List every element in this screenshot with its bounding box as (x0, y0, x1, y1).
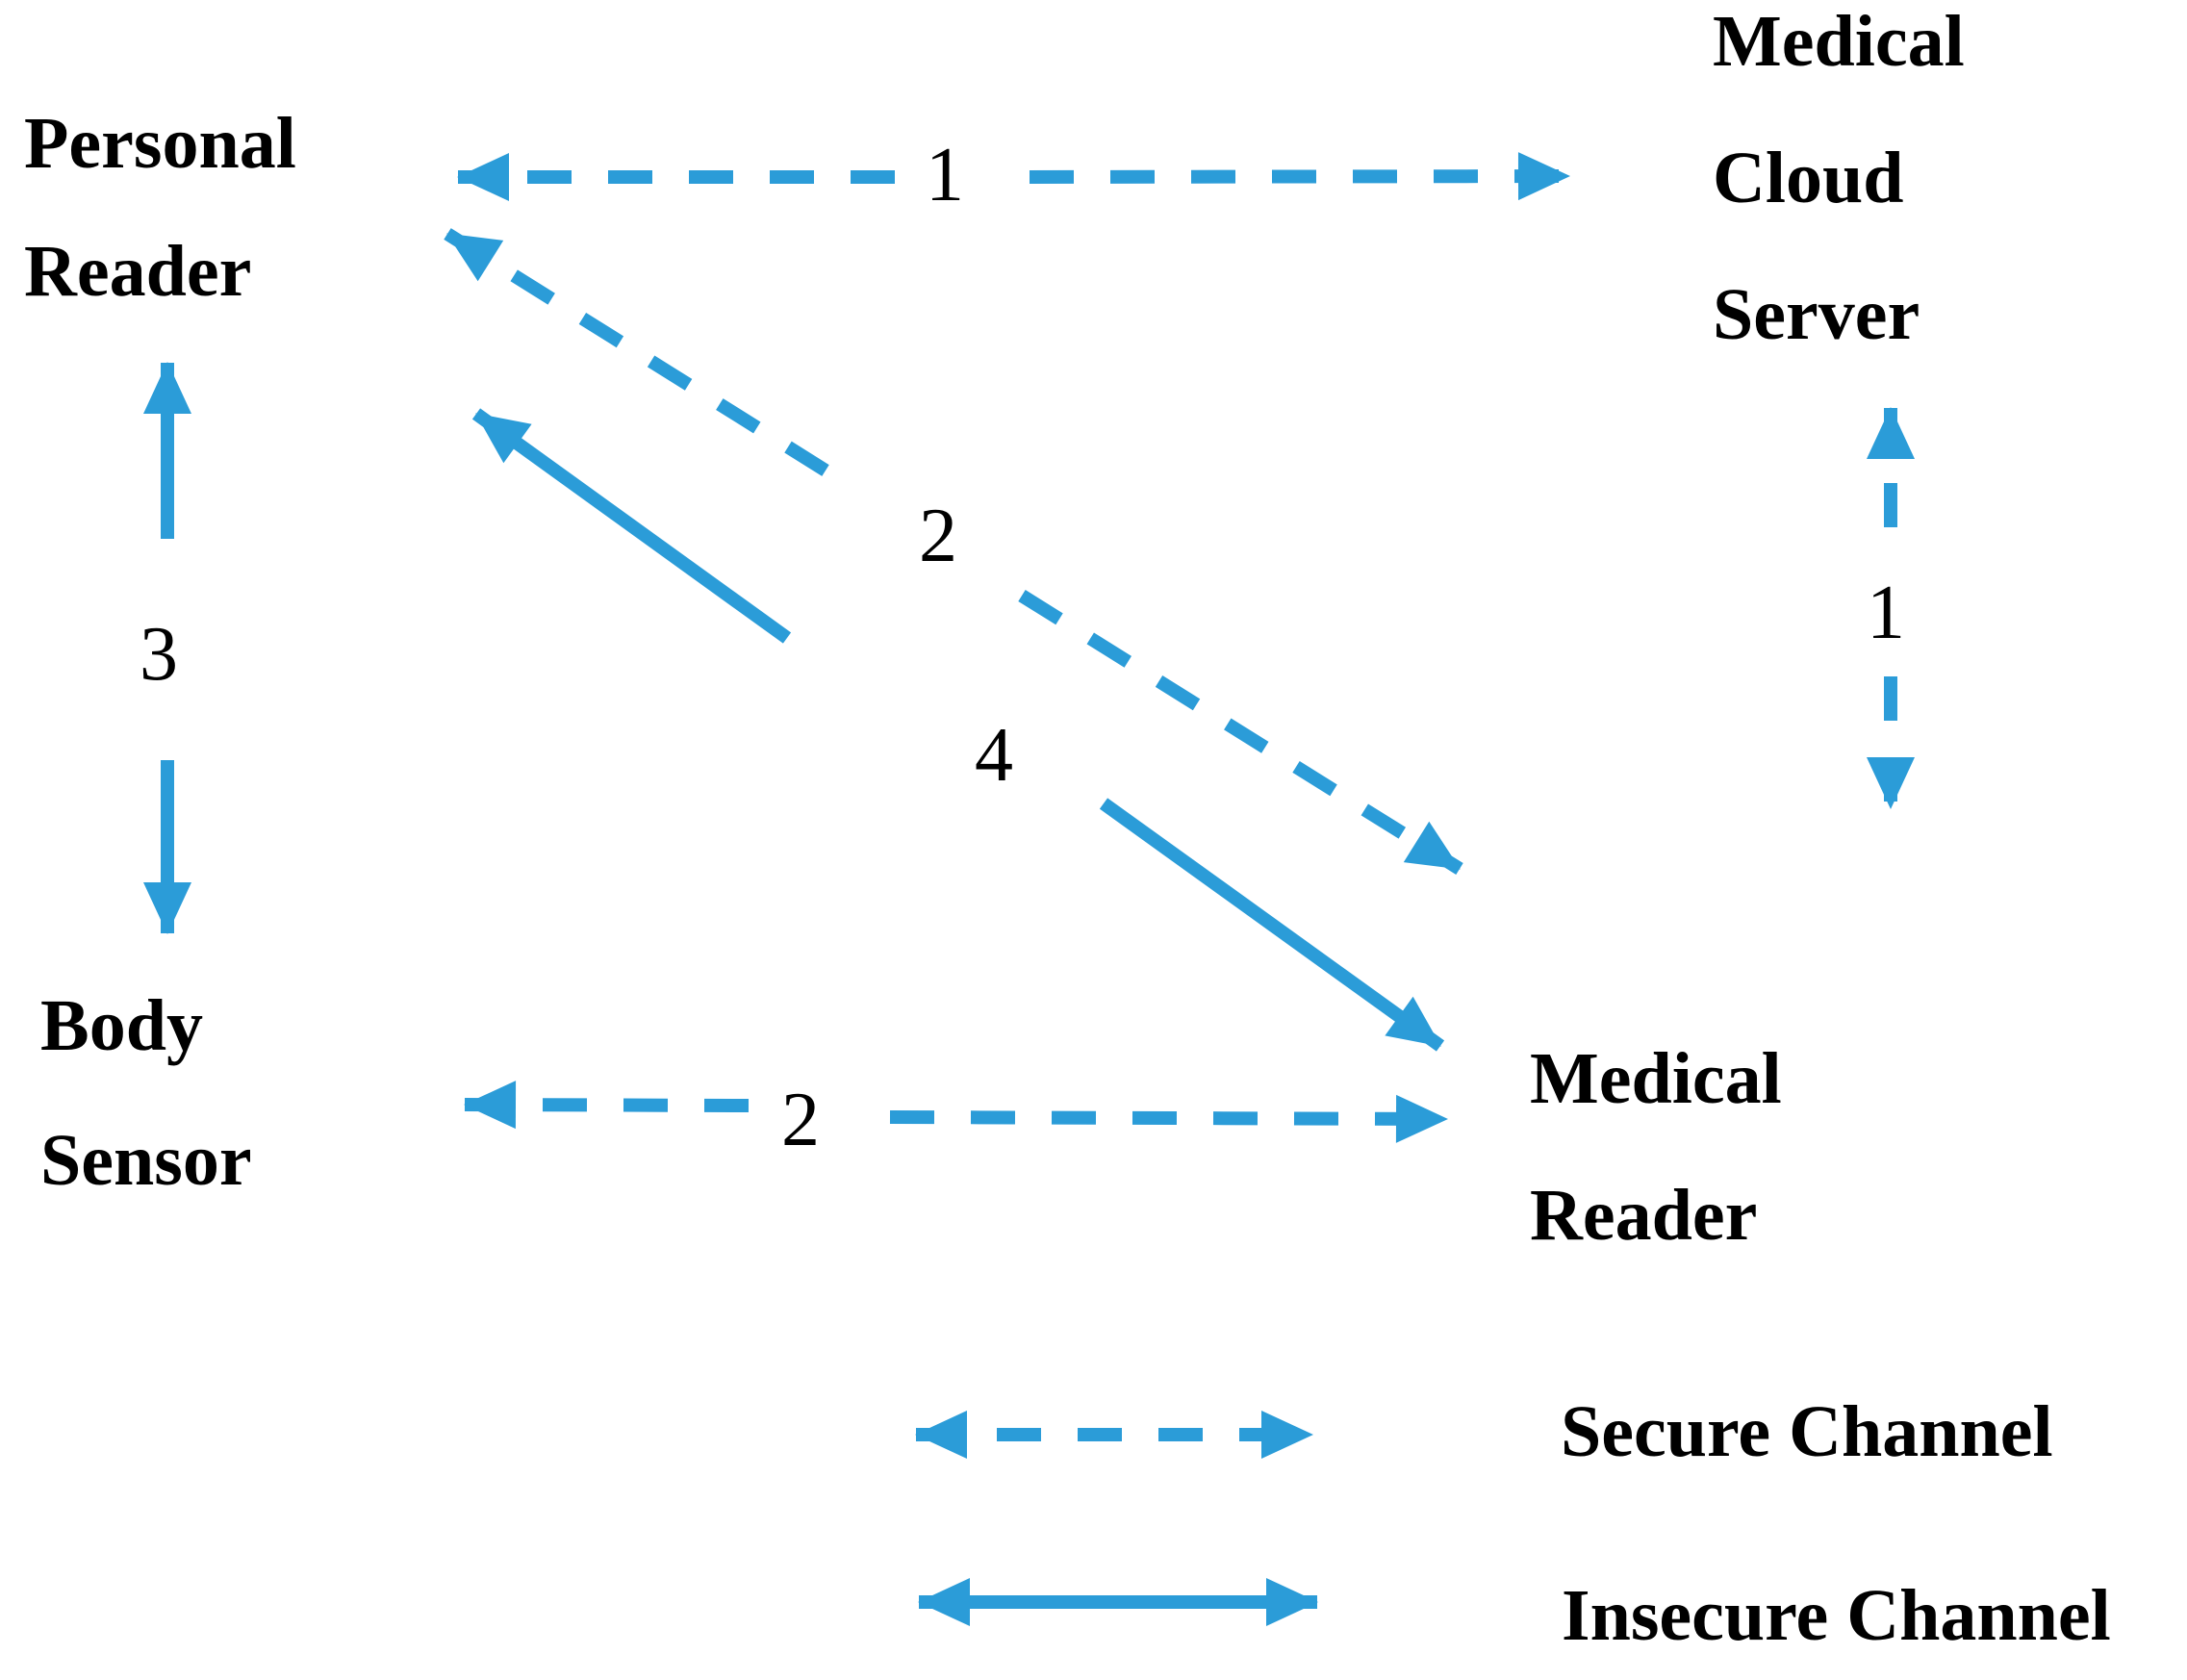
secure-arrow-bottom-right-segment (889, 1094, 1448, 1143)
node-medical-cloud-server-line1: Medical (1713, 1, 1965, 82)
node-body-sensor-line1: Body (40, 985, 203, 1066)
node-medical-cloud-server: Medical Cloud Server (1713, 0, 1965, 383)
node-medical-reader-line1: Medical (1530, 1038, 1782, 1119)
insecure-arrow-diagonal-lower-segment (1099, 798, 1445, 1052)
edge-label-diagonal-insecure-4: 4 (975, 713, 1013, 798)
edge-label-left-vertical-3: 3 (140, 612, 178, 697)
edge-label-right-vertical-1: 1 (1867, 571, 1905, 655)
node-medical-reader-line2: Reader (1530, 1175, 1758, 1256)
node-personal-reader-line2: Reader (24, 231, 252, 312)
legend-secure-channel-label: Secure Channel (1561, 1391, 2053, 1472)
node-body-sensor-line2: Sensor (40, 1120, 252, 1201)
node-medical-reader: Medical Reader (1530, 1010, 1782, 1284)
node-medical-cloud-server-line2: Cloud (1713, 138, 1904, 218)
legend-insecure-channel-label: Insecure Channel (1562, 1575, 2111, 1656)
node-personal-reader-line1: Personal (24, 103, 296, 184)
node-medical-cloud-server-line3: Server (1713, 274, 1920, 355)
edge-label-bottom-2: 2 (781, 1078, 820, 1162)
insecure-arrow-diagonal-upper-segment (471, 408, 792, 644)
edge-label-diagonal-secure-2: 2 (919, 494, 957, 578)
secure-arrow-bottom-left-segment (464, 1081, 750, 1130)
secure-arrow-top-right-segment (1029, 152, 1570, 201)
node-personal-reader: Personal Reader (24, 80, 296, 336)
edge-label-top-1: 1 (926, 133, 964, 217)
node-body-sensor: Body Sensor (40, 958, 252, 1228)
secure-arrow-diagonal-lower-segment (1018, 590, 1463, 875)
